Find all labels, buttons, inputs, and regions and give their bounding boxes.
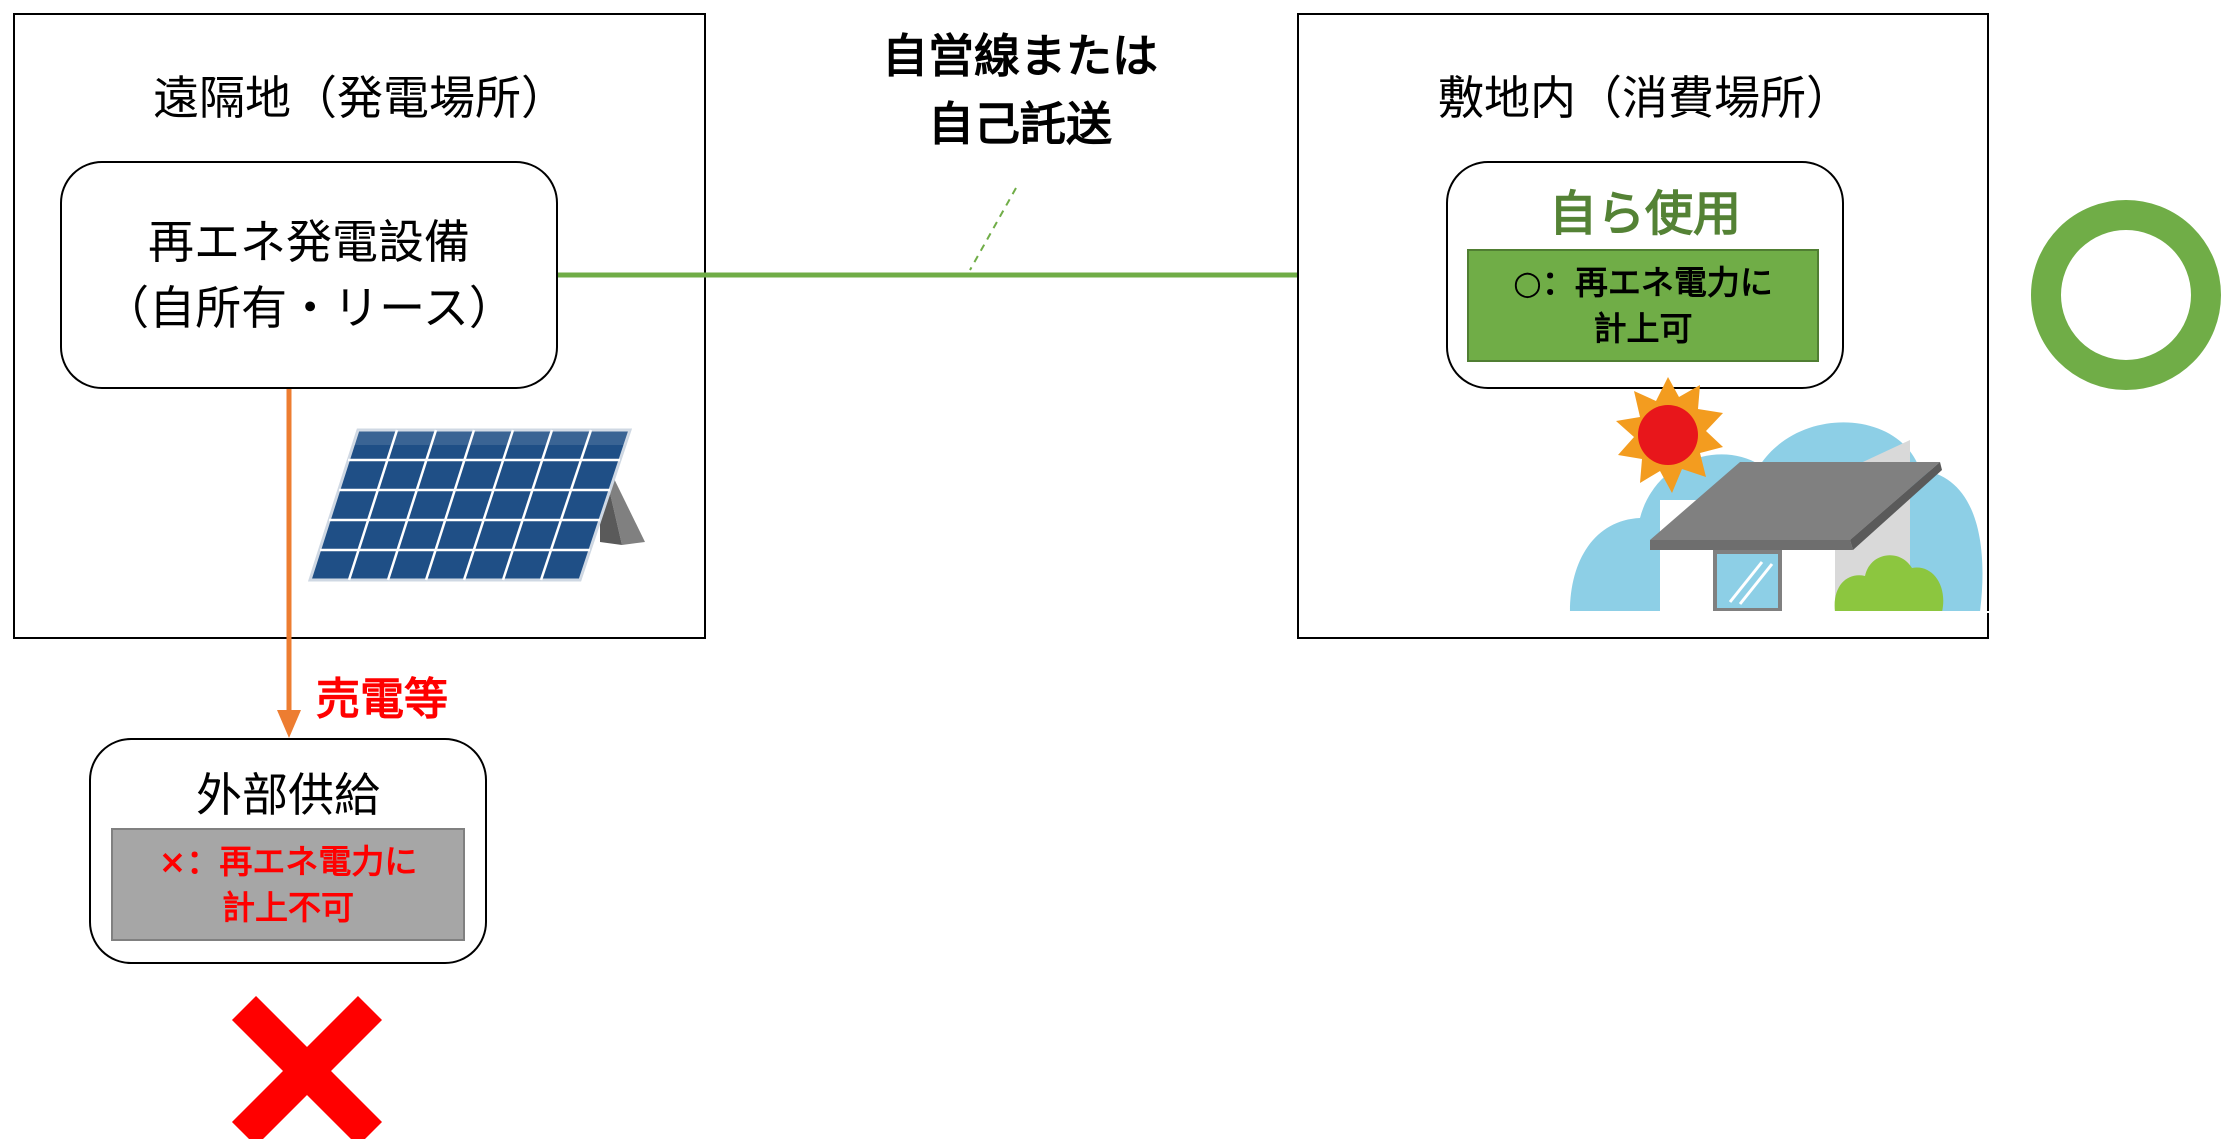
external-supply-note: ×：再エネ電力に 計上不可: [111, 828, 465, 941]
external-note-line1: ×：再エネ電力に: [158, 841, 418, 881]
onsite-title: 敷地内（消費場所）: [1438, 71, 1852, 125]
ng-cross-icon: [231, 995, 383, 1139]
external-note-line2: 計上不可: [222, 887, 354, 927]
self-use-note: ○：再エネ電力に 計上可: [1467, 249, 1819, 362]
renewable-equipment-box: 再エネ発電設備 （自所有・リース）: [60, 161, 558, 389]
equipment-label-line2: （自所有・リース）: [103, 281, 515, 335]
remote-site-title: 遠隔地（発電場所）: [153, 71, 567, 125]
solar-panel-icon: [307, 428, 645, 582]
connection-label-line2: 自己託送: [928, 97, 1112, 151]
self-use-note-line2: 計上可: [1593, 308, 1693, 348]
self-use-title: 自ら使用: [1548, 186, 1741, 242]
sale-label: 売電等: [316, 674, 448, 725]
connection-label: 自営線または 自己託送: [820, 22, 1220, 158]
connection-label-line1: 自営線または: [882, 29, 1158, 83]
house-icon: [1570, 377, 1990, 613]
equipment-label-line1: 再エネ発電設備: [148, 215, 470, 269]
ok-circle-icon: [2031, 200, 2221, 390]
external-supply-title: 外部供給: [196, 768, 380, 822]
self-use-note-line1: ○：再エネ電力に: [1513, 262, 1773, 302]
